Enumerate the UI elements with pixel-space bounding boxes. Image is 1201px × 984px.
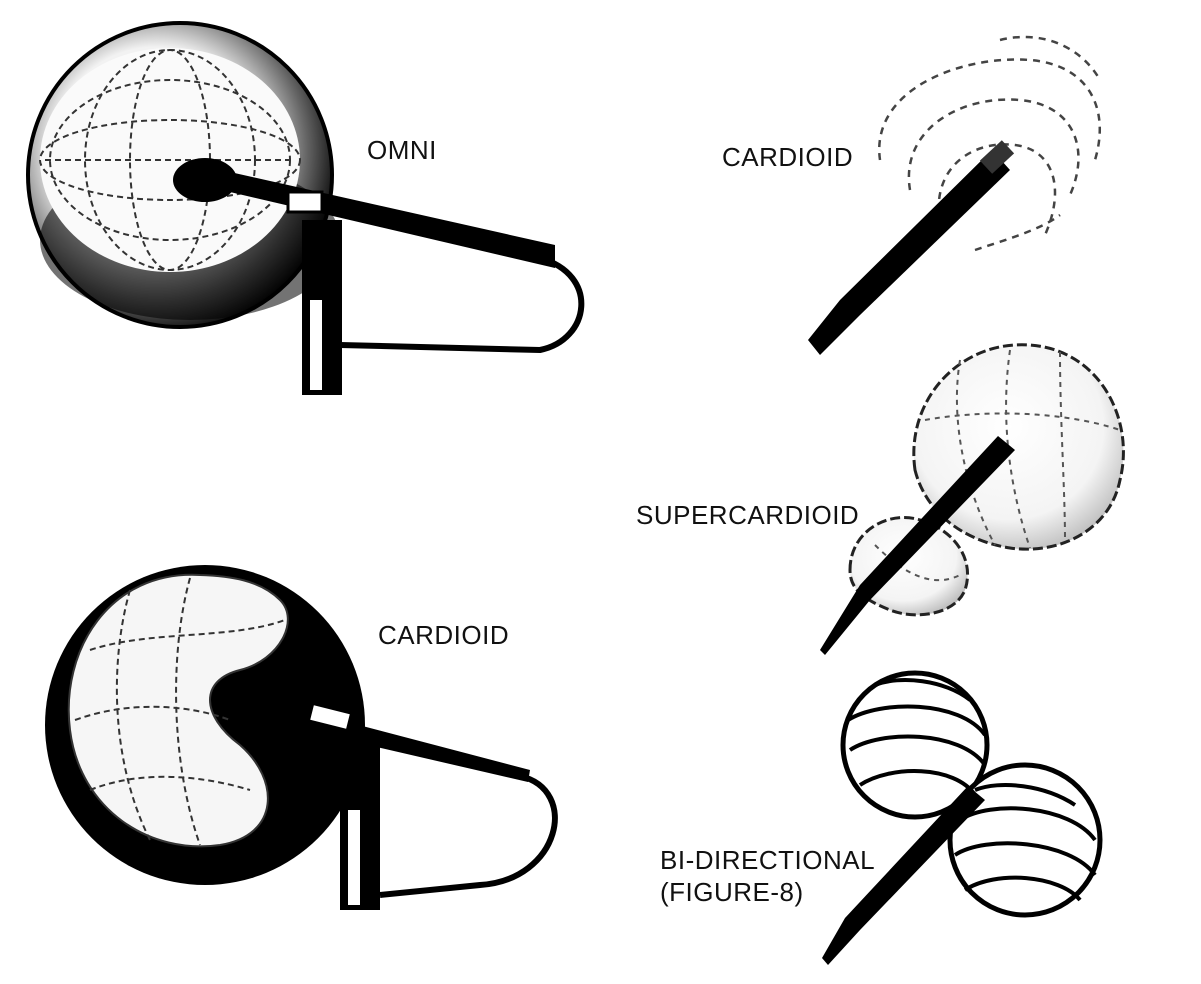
label-omni: OMNI — [367, 135, 437, 165]
supercardioid-mic — [820, 436, 1015, 655]
label-cardioid-left: CARDIOID — [378, 620, 510, 650]
bidirectional-lower-lobe — [947, 762, 1103, 918]
label-bidirectional: BI-DIRECTIONAL — [660, 845, 876, 875]
cardioid-sphere-pattern — [45, 565, 558, 910]
bidirectional-pattern — [822, 670, 1103, 965]
bidirectional-meridians — [846, 678, 1097, 902]
supercardioid-pattern — [820, 343, 1125, 655]
omni-pattern — [26, 21, 585, 395]
cardioid-grid-lines — [74, 577, 286, 846]
supercardioid-rear-lobe — [848, 515, 970, 617]
omni-mic-band — [286, 190, 324, 214]
cardioid-cable — [379, 773, 558, 898]
cardioid-stand-highlight — [348, 810, 360, 905]
omni-stand-highlight — [310, 300, 322, 390]
cardioid-field-pattern — [878, 35, 1102, 252]
label-supercardioid: SUPERCARDIOID — [636, 500, 860, 530]
label-figure-8: (FIGURE-8) — [660, 877, 804, 907]
omni-capsule — [173, 158, 237, 202]
omni-cable — [339, 255, 585, 354]
cardioid-field-mic — [808, 140, 1015, 355]
label-cardioid-right: CARDIOID — [722, 142, 854, 172]
cardioid-mic-band — [306, 701, 354, 733]
omni-grid-lines — [39, 49, 301, 271]
bidirectional-mic — [822, 786, 985, 965]
